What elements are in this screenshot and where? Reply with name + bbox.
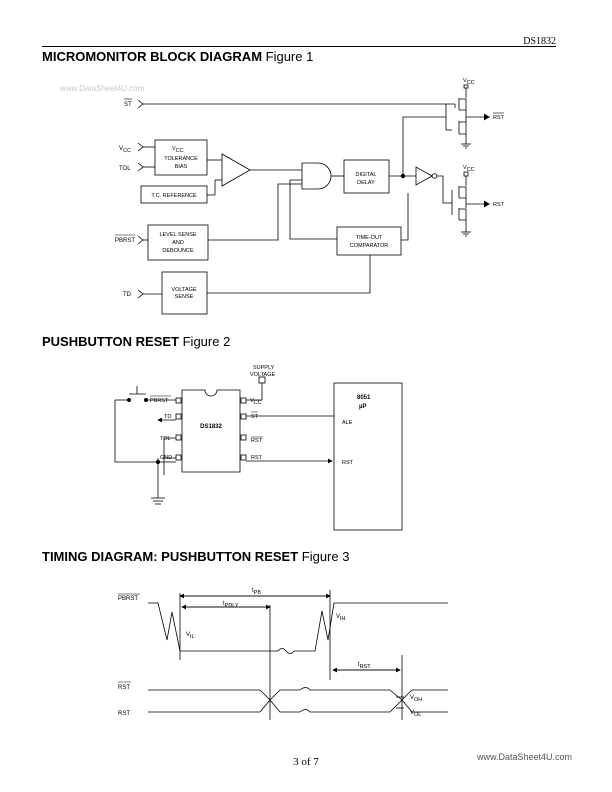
tol-bias-line3: BIAS <box>175 164 188 170</box>
figure2-labels: SUPPLY VOLTAGE DS1832 PBRST TD TOL GND V… <box>150 365 371 466</box>
pin-gnd-label-fig2: GND <box>160 455 172 461</box>
and-gate-symbol <box>301 162 332 190</box>
top-output-stage <box>445 84 490 149</box>
mcu-label-line1: 8051 <box>357 395 371 401</box>
voltage-sense-line2: SENSE <box>175 294 194 300</box>
figure3-labels: PBRST RST RST tPB tPDLY tRST VIL VIH VOH… <box>118 588 422 718</box>
figure3-title-bold: TIMING DIAGRAM: PUSHBUTTON RESET <box>42 549 299 564</box>
signal-rst-label: RST <box>118 711 130 717</box>
level-sense-line3: DEBOUNCE <box>162 248 194 254</box>
figure2-title-normal: Figure 2 <box>179 334 231 349</box>
ds1832-chip-body <box>181 389 241 473</box>
figure1-title-normal: Figure 1 <box>262 49 314 64</box>
signal-pbrst-label: PBRST <box>118 596 138 602</box>
part-number-header: DS1832 <box>523 36 556 47</box>
pin-vcc-label-fig2: VCC <box>250 398 262 406</box>
figure2-schematic <box>114 376 403 531</box>
figure2-title: PUSHBUTTON RESET Figure 2 <box>42 334 230 349</box>
pin-tol-label-fig2: TOL <box>160 436 171 442</box>
mcu-rst-label: RST <box>342 460 354 466</box>
pin-td-label: TD <box>123 292 132 298</box>
figure1-labels: ST VCC TOL PBRST TD VCC TOLERANCE BIAS T… <box>115 78 505 300</box>
figure2-title-bold: PUSHBUTTON RESET <box>42 334 179 349</box>
timeout-line1: TIME-OUT <box>356 235 383 241</box>
pin-pbrst-label-fig2: PBRST <box>150 398 169 404</box>
chip-label: DS1832 <box>200 424 222 430</box>
supply-label-line1: SUPPLY <box>253 365 275 371</box>
tol-bias-line1: VCC <box>172 146 184 154</box>
comparator-symbol <box>221 153 251 187</box>
figure1-block-diagram <box>137 84 490 315</box>
header-rule <box>42 46 556 47</box>
pin-st-label: ST <box>124 102 132 108</box>
supply-label-line2: VOLTAGE <box>250 372 275 378</box>
t-pb-label: tPB <box>252 588 261 596</box>
inverter-symbol <box>415 166 433 186</box>
mcu-ale-label: ALE <box>342 420 353 426</box>
v-oh-label: VOH <box>410 695 422 703</box>
watermark-bottom: www.DataSheet4U.com <box>476 752 572 762</box>
v-il-label: VIL <box>186 632 195 640</box>
figure3-title-normal: Figure 3 <box>298 549 350 564</box>
figure3-timing <box>148 590 448 720</box>
digital-delay-line2: DELAY <box>357 180 375 186</box>
digital-delay-line1: DIGITAL <box>356 172 377 178</box>
vcc-bottom-label: VCC <box>463 165 475 173</box>
figure3-title: TIMING DIAGRAM: PUSHBUTTON RESET Figure … <box>42 549 349 564</box>
t-rst-label: tRST <box>358 662 371 670</box>
pbrst-waveform <box>148 602 278 652</box>
voltage-sense-line1: VOLTAGE <box>171 287 196 293</box>
t-pdly-label: tPDLY <box>223 601 239 609</box>
pin-td-label-fig2: TD <box>164 414 171 420</box>
voltage-sense-block <box>161 271 208 315</box>
page-number: 3 of 7 <box>293 756 319 768</box>
v-ih-label: VIH <box>336 614 346 622</box>
pin-pbrst-label: PBRST <box>115 238 135 244</box>
output-rst-bar-label: RST <box>493 115 505 121</box>
tc-reference-label: T.C. REFERENCE <box>151 193 197 199</box>
level-sense-line1: LEVEL SENSE <box>159 232 196 238</box>
pin-vcc-label: VCC <box>119 146 131 154</box>
watermark-top: www.DataSheet4U.com <box>60 84 145 93</box>
bottom-output-stage <box>451 171 490 237</box>
pin-tol-label: TOL <box>119 166 131 172</box>
microprocessor-8051-block <box>333 382 403 531</box>
digital-delay-block <box>343 159 390 194</box>
v-ol-label: VOL <box>410 710 421 718</box>
tc-reference-block <box>140 185 208 204</box>
vcc-top-label: VCC <box>463 78 475 86</box>
pin-rst-bar-label-fig2: RST <box>251 438 263 444</box>
signal-rst-bar-label: RST <box>118 685 130 691</box>
vcc-tolerance-bias-block <box>154 139 208 176</box>
timeout-line2: COMPARATOR <box>350 243 389 249</box>
tol-bias-line2: TOLERANCE <box>164 156 198 162</box>
level-sense-line2: AND <box>172 240 184 246</box>
figure1-title: MICROMONITOR BLOCK DIAGRAM Figure 1 <box>42 49 313 64</box>
pin-st-label-fig2: ST <box>251 414 259 420</box>
figure1-title-bold: MICROMONITOR BLOCK DIAGRAM <box>42 49 263 64</box>
timeout-comparator-block <box>336 226 402 256</box>
pin-st-symbol <box>137 99 144 109</box>
level-sense-block <box>147 224 209 261</box>
output-rst-label: RST <box>493 202 505 208</box>
mcu-label-line2: µP <box>359 404 366 410</box>
pin-rst-label-fig2: RST <box>251 455 263 461</box>
